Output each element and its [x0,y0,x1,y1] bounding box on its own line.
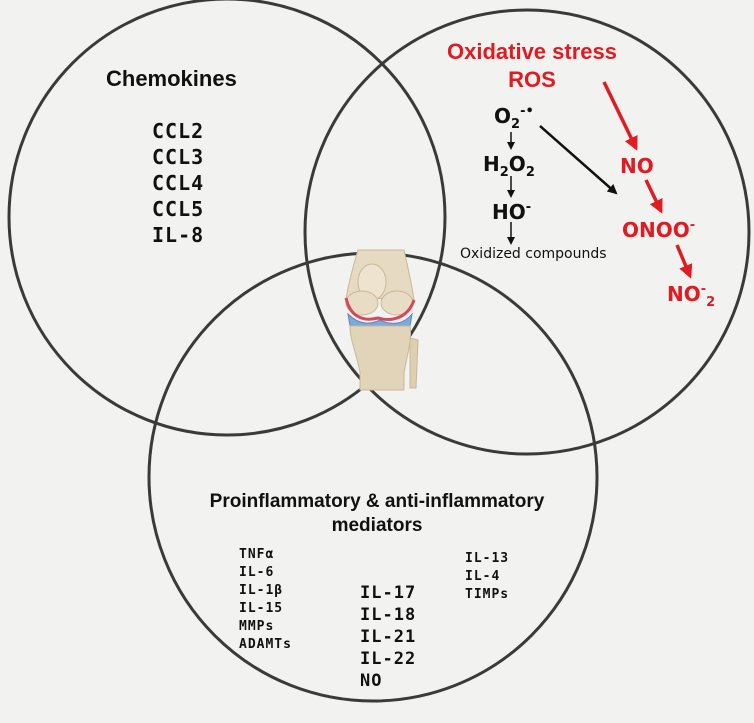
oxidative-stress-title: Oxidative stress ROS [447,39,617,92]
mediator-item: IL-1β [239,583,284,598]
knee-joint-icon [344,249,419,391]
chemokines-title: Chemokines [106,66,237,91]
mediators-list-right: IL-13 IL-4 TIMPs [465,550,509,604]
arrow-onoo-to-no2 [675,244,693,279]
mediator-item: IL-4 [465,569,501,584]
hydroxyl-label: HO- [492,200,532,224]
chemokine-item: CCL5 [152,197,205,221]
arrow-o2-to-onoo [539,125,618,195]
oxidative-stress-circle [303,8,751,456]
mediator-item: TIMPs [465,587,510,602]
mediator-item: IL-22 [360,649,417,669]
arrow-no-to-onoo [644,179,663,214]
mediator-item: IL-17 [360,583,417,603]
mediator-item: MMPs [239,619,275,634]
oxidized-compounds-label: Oxidized compounds [460,246,607,262]
chemokines-list: CCL2 CCL3 CCL4 CCL5 IL-8 [152,118,204,248]
mediator-item: IL-13 [465,551,510,566]
chemokine-item: IL-8 [152,223,205,247]
mediator-item: TNFα [239,547,275,562]
hydrogen-peroxide-label: H2O2 [483,152,535,180]
mediator-item: IL-6 [239,565,275,580]
chemokine-item: CCL4 [152,171,205,195]
mediator-item: NO [360,671,383,691]
arrow-ros-to-no [602,81,638,151]
mediator-item: IL-15 [239,601,284,616]
mediator-item: ADAMTs [239,637,292,652]
peroxynitrite-label: ONOO- [622,218,696,242]
mediator-item: IL-18 [360,605,417,625]
nitric-oxide-label: NO [620,154,654,178]
mediators-title: Proinflammatory & anti-inflammatory medi… [209,491,545,536]
mediators-list-left: TNFα IL-6 IL-1β IL-15 MMPs ADAMTs [239,546,292,654]
chemokines-circle [7,0,447,437]
chemokine-item: CCL2 [152,119,205,143]
chemokine-item: CCL3 [152,145,205,169]
superoxide-label: O2-• [494,104,534,132]
nitrite-label: NO-2 [667,282,716,310]
mediators-list-center: IL-17 IL-18 IL-21 IL-22 NO [360,582,416,692]
mediator-item: IL-21 [360,627,417,647]
